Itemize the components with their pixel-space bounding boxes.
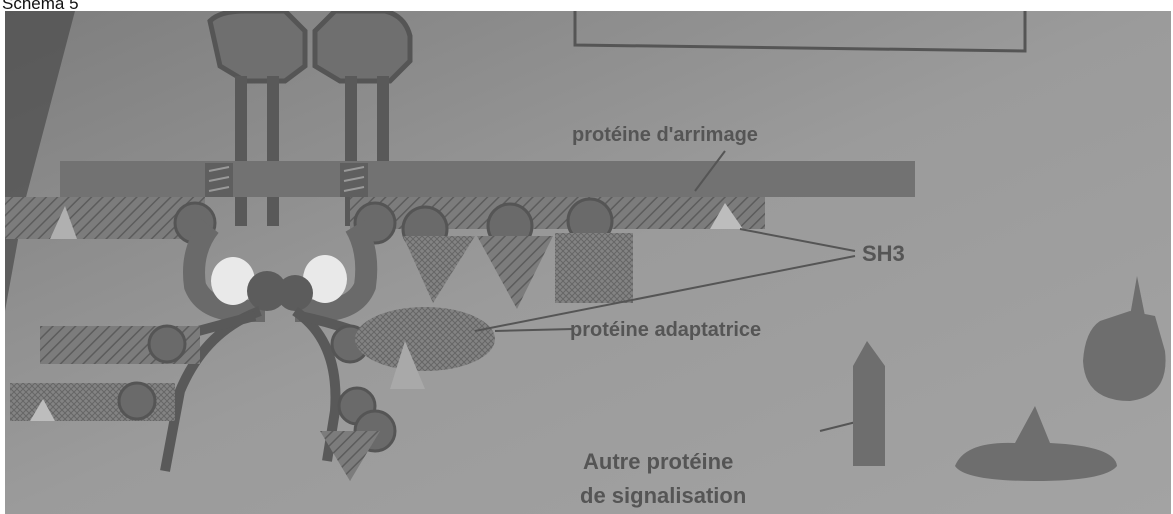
label-sh3: SH3 [862, 241, 905, 266]
label-other-protein-line2: de signalisation [580, 483, 746, 508]
label-adaptor-protein: protéine adaptatrice [570, 319, 761, 341]
adaptor-protein-shape [355, 307, 495, 371]
label-docking-protein: protéine d'arrimage [572, 124, 758, 146]
label-other-protein-line1: Autre protéine [583, 449, 733, 474]
diagram-photo: protéine d'arrimage SH3 protéine adaptat… [5, 11, 1171, 514]
membrane-band [60, 161, 915, 197]
